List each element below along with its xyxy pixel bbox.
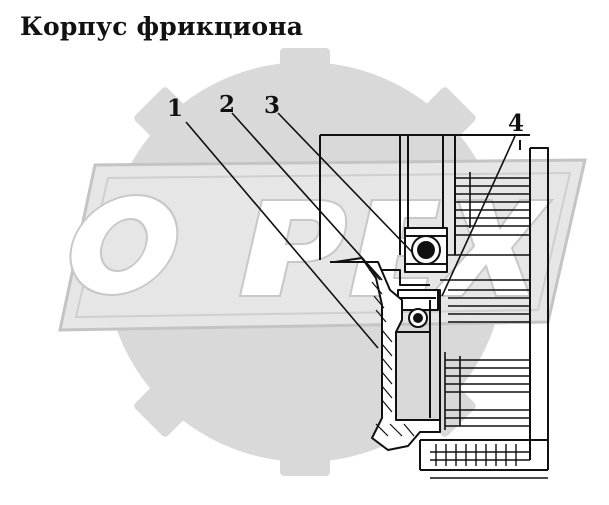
seal-part-4 bbox=[397, 289, 439, 311]
watermark-letters bbox=[69, 194, 555, 297]
watermark-logo bbox=[58, 48, 587, 476]
callout-3: 3 bbox=[264, 92, 281, 119]
callout-2: 2 bbox=[219, 91, 236, 118]
clutch-housing-section bbox=[319, 134, 549, 479]
callout-1: 1 bbox=[167, 95, 184, 122]
leader-line-3 bbox=[277, 112, 413, 253]
leader-line-1 bbox=[185, 121, 379, 349]
leader-line-4 bbox=[441, 135, 516, 297]
housing-wall bbox=[334, 257, 441, 451]
leader-lines bbox=[185, 112, 516, 349]
page-title: Корпус фрикциона bbox=[20, 12, 304, 41]
callout-4: 4 bbox=[508, 110, 525, 137]
leader-line-2 bbox=[231, 112, 383, 281]
